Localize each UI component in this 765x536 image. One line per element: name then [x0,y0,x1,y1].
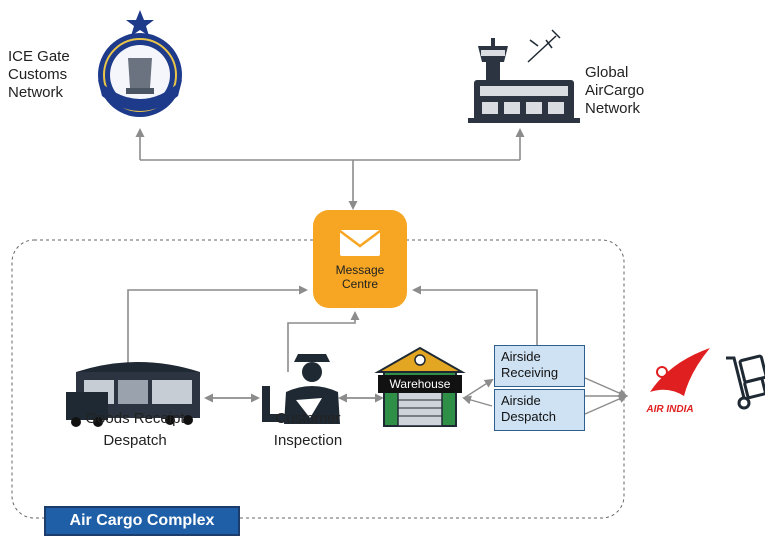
network-connectors [135,128,525,210]
process-flows [204,377,628,415]
goods-receipt-label: Goods Receipt Despatch [85,410,185,449]
global-aircargo-label: Global AirCargo Network [585,64,645,117]
airside-receiving-box: Airside Receiving [494,345,585,387]
air-india-text: AIR INDIA [645,404,693,415]
ice-gate-label: ICE Gate Customs Network [8,48,70,101]
airplane-icon [527,29,561,63]
airport-tower-icon [468,38,580,123]
message-centre-label: Message Centre [335,263,385,291]
customs-emblem-icon [98,10,182,117]
message-centre-icon [313,210,407,308]
customer-inspection-label: Customer Inspection [273,410,343,449]
air-cargo-complex-tag: Air Cargo Complex [44,506,240,536]
message-flows [127,285,538,372]
warehouse-label: Warehouse [378,375,462,393]
customs-officer-icon [262,354,340,424]
airside-despatch-box: Airside Despatch [494,389,585,431]
cargo-handtruck-icon [726,354,765,410]
air-india-logo: AIR INDIA [645,348,710,415]
goods-receipt-trucks-icon [66,362,200,427]
warehouse-icon [374,346,466,427]
